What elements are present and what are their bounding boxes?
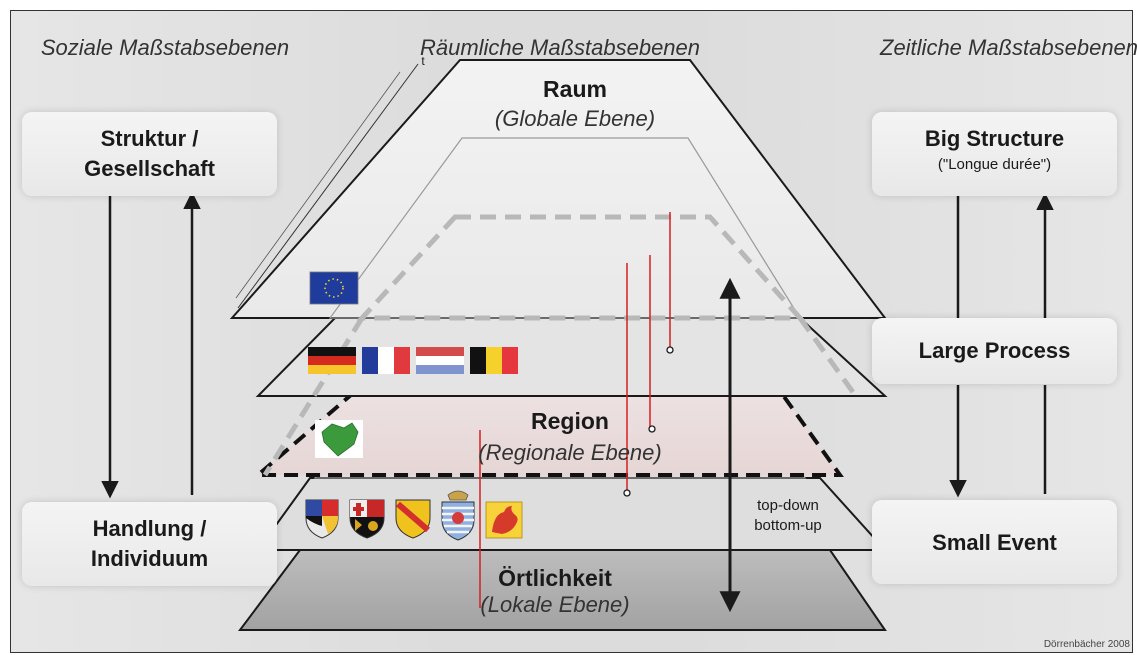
author-credit: Dörrenbächer 2008: [1043, 639, 1130, 650]
eu-flag-icon: [309, 271, 359, 305]
regional-plane-title: Region: [531, 408, 609, 434]
rhineland-palatinate-crest-icon: [349, 499, 385, 539]
red-dot-3: [623, 489, 631, 497]
social-structure-label: Struktur / Gesellschaft: [84, 126, 215, 181]
netherlands-flag-icon: [416, 347, 464, 374]
saarland-crest-icon: [305, 499, 339, 539]
heading-social-scales: Soziale Maßstabsebenen: [40, 35, 290, 60]
local-plane-title: Örtlichkeit: [498, 565, 612, 591]
small-event-label: Small Event: [932, 530, 1057, 555]
global-plane-subtitle: (Globale Ebene): [494, 106, 656, 131]
local-plane-subtitle: (Lokale Ebene): [480, 592, 630, 617]
big-structure-label: Big Structure: [924, 126, 1065, 151]
red-dot-1: [666, 346, 674, 354]
global-plane-title: Raum: [543, 76, 607, 102]
time-axis-label: t: [421, 54, 425, 68]
saarland-map-icon: [315, 420, 363, 458]
social-action-box: Handlung / Individuum: [22, 502, 277, 586]
projection-outline-lower: [262, 316, 858, 477]
small-event-box: Small Event: [872, 500, 1117, 584]
time-axis-line: [237, 63, 419, 309]
heading-temporal-scales: Zeitliche Maßstabsebenen: [880, 35, 1137, 60]
germany-flag-icon: [308, 347, 356, 374]
big-structure-box: Big Structure ("Longue durée"): [872, 112, 1117, 196]
longue-duree-note: ("Longue durée"): [937, 156, 1052, 173]
large-process-label: Large Process: [918, 338, 1071, 363]
regional-plane-subtitle: (Regionale Ebene): [478, 440, 662, 465]
red-connectors: [479, 212, 671, 608]
belgium-flag-icon: [470, 347, 518, 374]
wallonia-crest-icon: [485, 501, 523, 539]
luxembourg-crest-icon: [441, 490, 475, 541]
heading-spatial-scales: Räumliche Maßstabsebenen: [419, 35, 701, 60]
social-action-label: Handlung / Individuum: [90, 516, 209, 571]
large-process-box: Large Process: [872, 318, 1117, 384]
time-axis-line-secondary: [235, 71, 401, 299]
red-dot-2: [648, 425, 656, 433]
bottom-up-label: bottom-up: [754, 517, 822, 534]
lorraine-crest-icon: [395, 499, 431, 539]
france-flag-icon: [362, 347, 410, 374]
social-structure-box: Struktur / Gesellschaft: [22, 112, 277, 196]
top-down-label: top-down: [757, 497, 819, 514]
